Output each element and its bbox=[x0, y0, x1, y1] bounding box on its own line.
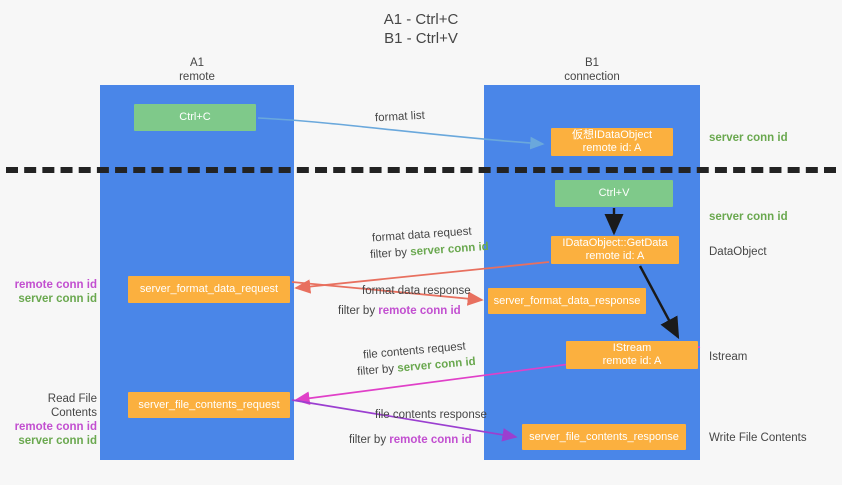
side-label-read-server-conn-id: server conn id bbox=[18, 435, 97, 447]
side-label-left-conn-ids: remote conn id server conn id bbox=[9, 278, 97, 306]
side-label-dataobject: DataObject bbox=[709, 246, 767, 258]
node-ctrl-c[interactable]: Ctrl+C bbox=[134, 104, 256, 131]
node-idataobject-getdata[interactable]: IDataObject::GetData remote id: A bbox=[551, 236, 679, 264]
node-server-file-contents-request[interactable]: server_file_contents_request bbox=[128, 392, 290, 418]
node-idataobject-getdata-subtext: remote id: A bbox=[585, 250, 645, 262]
filter-value-remote-conn-id-1: remote conn id bbox=[378, 305, 461, 317]
lane-a1-name: A1 bbox=[189, 57, 205, 69]
side-label-server-conn-id-1: server conn id bbox=[709, 132, 788, 144]
filter-by-text-3: filter by bbox=[356, 362, 395, 379]
node-ctrl-c-label: Ctrl+C bbox=[179, 111, 211, 123]
side-label-write-file-contents: Write File Contents bbox=[709, 432, 807, 444]
title-line-1: A1 - Ctrl+C bbox=[383, 11, 459, 28]
title-line-2: B1 - Ctrl+V bbox=[384, 30, 458, 47]
side-label-read-file-contents-block: Read File Contents remote conn id server… bbox=[6, 392, 97, 448]
node-server-format-data-request[interactable]: server_format_data_request bbox=[128, 276, 290, 303]
edge-label-format-list: format list bbox=[374, 109, 426, 125]
side-label-read-remote-conn-id: remote conn id bbox=[14, 421, 97, 433]
side-label-server-conn-id-2: server conn id bbox=[709, 211, 788, 223]
node-virtual-idataobject-subtext: remote id: A bbox=[582, 142, 642, 154]
node-server-format-data-request-label: server_format_data_request bbox=[139, 283, 279, 295]
node-server-file-contents-request-label: server_file_contents_request bbox=[138, 398, 280, 411]
side-label-left-server-conn-id: server conn id bbox=[18, 293, 97, 305]
edge-label-format-data-response-filter: filter by remote conn id bbox=[338, 304, 461, 319]
node-ctrl-v-label: Ctrl+V bbox=[598, 187, 630, 199]
node-server-format-data-response[interactable]: server_format_data_response bbox=[488, 288, 646, 314]
side-label-istream: Istream bbox=[709, 351, 748, 363]
phase-divider-dashed-line bbox=[6, 167, 836, 173]
node-istream-label: IStream bbox=[612, 342, 652, 354]
node-virtual-idataobject-label: 仮想IDataObject bbox=[571, 129, 653, 141]
side-label-read-file-contents: Read File Contents bbox=[47, 393, 97, 419]
node-idataobject-getdata-label: IDataObject::GetData bbox=[562, 237, 668, 249]
side-label-left-remote-conn-id: remote conn id bbox=[14, 279, 97, 291]
node-server-format-data-response-label: server_format_data_response bbox=[493, 294, 641, 307]
node-server-file-contents-response[interactable]: server_file_contents_response bbox=[522, 424, 686, 450]
filter-by-text-4: filter by bbox=[349, 434, 387, 446]
lane-header-a1: A1 remote bbox=[100, 57, 294, 84]
node-ctrl-v[interactable]: Ctrl+V bbox=[555, 180, 673, 207]
lane-b1-sub: connection bbox=[564, 70, 620, 83]
filter-by-text-1: filter by bbox=[369, 246, 408, 262]
lane-header-b1: B1 connection bbox=[484, 57, 700, 84]
edge-label-file-contents-response-filter: filter by remote conn id bbox=[349, 433, 472, 448]
node-istream-subtext: remote id: A bbox=[602, 355, 662, 367]
filter-by-text-2: filter by bbox=[338, 305, 376, 317]
edge-label-file-contents-response: file contents response bbox=[375, 409, 487, 421]
node-server-file-contents-response-label: server_file_contents_response bbox=[529, 430, 679, 443]
lane-a1-sub: remote bbox=[179, 70, 215, 83]
filter-value-server-conn-id-1: server conn id bbox=[409, 240, 490, 259]
lane-b1-name: B1 bbox=[584, 57, 600, 69]
edge-label-format-data-response: format data response bbox=[362, 285, 471, 297]
node-istream[interactable]: IStream remote id: A bbox=[566, 341, 698, 369]
node-virtual-idataobject[interactable]: 仮想IDataObject remote id: A bbox=[551, 128, 673, 156]
filter-value-remote-conn-id-2: remote conn id bbox=[389, 434, 472, 446]
